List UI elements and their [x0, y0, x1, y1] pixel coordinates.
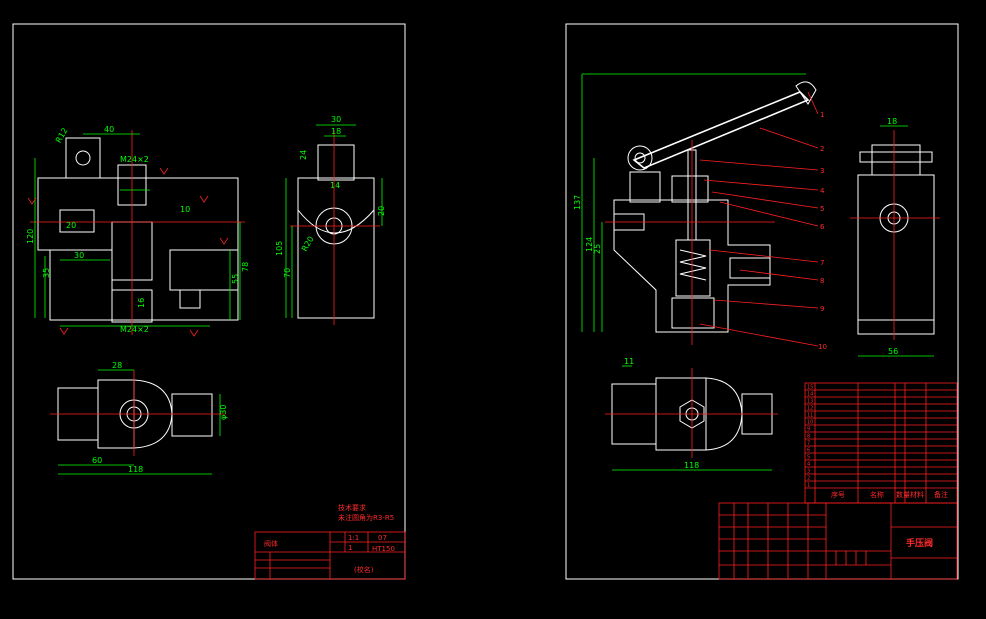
parts-header-name: 名称: [870, 490, 884, 499]
balloon-6: 6: [820, 223, 825, 231]
dim-side-105: 105: [275, 241, 284, 256]
balloon-1: 1: [820, 111, 824, 119]
parts-header-qty: 数量: [896, 490, 910, 499]
parts-row-number: 14: [807, 392, 813, 398]
assembly-plan-view: 11 118: [605, 357, 778, 471]
parts-row-number: 4: [807, 462, 810, 468]
balloon-3: 3: [820, 167, 824, 175]
parts-row-number: 1: [807, 483, 810, 489]
scale-value: 1:1: [348, 534, 359, 542]
part-name: 阀体: [264, 539, 278, 548]
dim-height-124: 124: [585, 237, 594, 252]
dim-side-24: 24: [299, 150, 308, 160]
dim-78: 78: [241, 262, 250, 272]
dim-side-r20: R20: [300, 235, 316, 253]
parts-header-no: 序号: [831, 490, 845, 499]
left-plan-view: 28 φ30 60 118: [50, 361, 228, 475]
material-value: HT150: [372, 545, 395, 553]
dim-height-120: 120: [26, 229, 35, 244]
dim-plan-118: 118: [128, 465, 143, 474]
dim-plan-30: φ30: [219, 405, 228, 420]
dim-30: 30: [74, 251, 84, 260]
left-side-view: 30 18 24 14 105 70 20 R20: [275, 115, 386, 325]
dim-side-20: 20: [377, 206, 386, 216]
dim-25: 25: [593, 244, 602, 254]
parts-row-number: 8: [807, 434, 810, 440]
assembly-front-view: 137 124 25 1 2 3 4 5 6: [573, 73, 827, 351]
left-sheet: 40 R12 M24×2 M24×2 120 35 30 20 78 55 16…: [12, 23, 406, 580]
parts-header-material: 材料: [910, 490, 924, 499]
dim-width-118: 118: [684, 461, 699, 470]
dim-side-70: 70: [283, 268, 292, 278]
dim-10: 10: [180, 205, 190, 214]
parts-row-number: 15: [807, 385, 813, 391]
balloons: 1 2 3 4 5 6 7 8 9 10: [818, 111, 827, 351]
dim-16: 16: [137, 298, 146, 308]
qty-value: 1: [348, 544, 352, 552]
dim-height-137: 137: [573, 195, 582, 210]
balloon-2: 2: [820, 145, 824, 153]
dim-plan-60: 60: [92, 456, 102, 465]
balloon-10: 10: [818, 343, 827, 351]
balloon-5: 5: [820, 205, 824, 213]
balloon-9: 9: [820, 305, 824, 313]
dim-top-width: 40: [104, 125, 114, 134]
parts-row-number: 3: [807, 469, 810, 475]
parts-header-notes: 备注: [934, 490, 948, 499]
balloon-7: 7: [820, 259, 824, 267]
parts-row-number: 10: [807, 420, 813, 426]
dim-plan-11: 11: [624, 357, 634, 366]
dim-thread-bottom: M24×2: [120, 325, 149, 334]
parts-row-number: 13: [807, 399, 813, 405]
tech-notes-body: 未注圆角为R3-R5: [338, 513, 394, 522]
tech-notes-title: 技术要求: [338, 503, 366, 512]
parts-row-number: 11: [807, 413, 813, 419]
dim-side-56: 56: [888, 347, 898, 356]
lever: [632, 91, 810, 169]
parts-row-number: 7: [807, 441, 810, 447]
right-title-block: 手压阀: [718, 502, 958, 580]
dim-radius: R12: [54, 126, 70, 144]
balloon-4: 4: [820, 187, 825, 195]
parts-row-number: 6: [807, 448, 810, 454]
parts-row-number: 12: [807, 406, 813, 412]
dim-55: 55: [231, 274, 240, 284]
dim-35: 35: [42, 268, 51, 278]
left-title-block: 阀体 1:1 1 07 HT150 (校名): [254, 531, 406, 580]
dim-plan-28: 28: [112, 361, 122, 370]
balloon-8: 8: [820, 277, 824, 285]
dim-side-14: 14: [330, 181, 340, 190]
drawing-code: 07: [378, 534, 387, 542]
assembly-side-view: 18 56: [850, 117, 940, 357]
parts-row-number: 5: [807, 455, 810, 461]
left-front-view: 40 R12 M24×2 M24×2 120 35 30 20 78 55 16…: [26, 125, 250, 337]
dim-20: 20: [66, 221, 76, 230]
assembly-title: 手压阀: [906, 537, 933, 549]
right-sheet: 137 124 25 1 2 3 4 5 6: [565, 23, 959, 580]
dim-side-width: 30: [331, 115, 341, 124]
parts-row-number: 9: [807, 427, 810, 433]
dim-thread-top: M24×2: [120, 155, 149, 164]
dim-side-18-assy: 18: [887, 117, 897, 126]
left-sheet-border: [12, 23, 406, 580]
school-label: (校名): [354, 565, 374, 574]
dim-side-18: 18: [331, 127, 341, 136]
parts-row-number: 2: [807, 476, 810, 482]
